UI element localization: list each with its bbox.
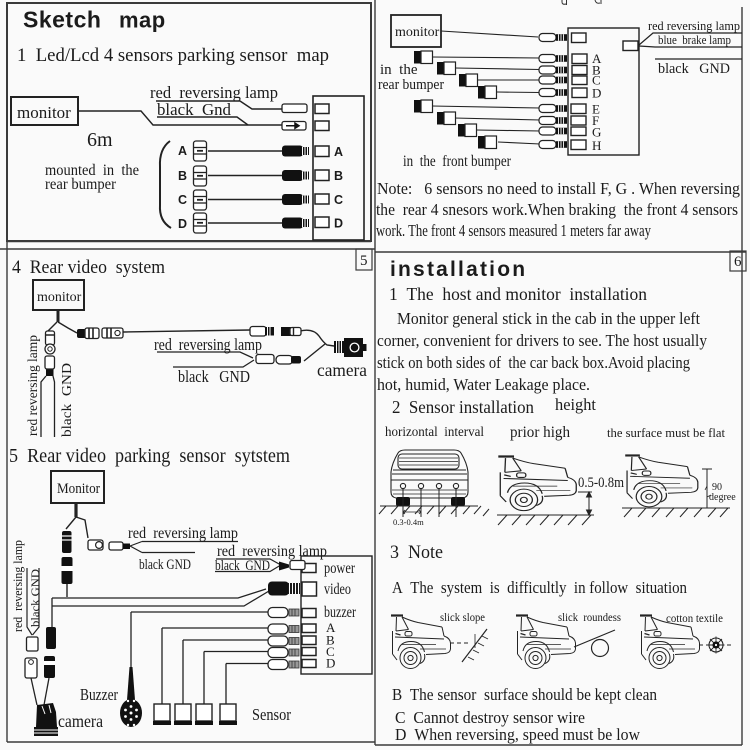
svg-text:B: B <box>326 633 335 648</box>
svg-text:slick slope: slick slope <box>440 610 485 624</box>
svg-text:horizontal interval: horizontal interval <box>385 425 484 440</box>
svg-text:blue brake lamp: blue brake lamp <box>658 33 731 47</box>
svg-text:red reversing lamp: red reversing lamp <box>25 335 40 436</box>
svg-text:in the: in the <box>380 62 418 78</box>
svg-text:H: H <box>592 138 601 153</box>
svg-text:A: A <box>326 620 336 635</box>
svg-text:Buzzer: Buzzer <box>80 685 118 704</box>
svg-text:Monitor general stick in the c: Monitor general stick in the cab in the … <box>397 309 700 328</box>
svg-text:power: power <box>324 560 356 577</box>
svg-text:B: B <box>334 169 343 183</box>
svg-text:B: B <box>592 63 601 78</box>
svg-text:rear bumper: rear bumper <box>45 176 117 193</box>
svg-text:5: 5 <box>360 253 368 269</box>
svg-text:Note: 6 sensors no need to i: Note: 6 sensors no need to install F, G … <box>377 179 740 198</box>
svg-text:5 Rear video parking sensor: 5 Rear video parking sensor sytstem <box>9 446 290 467</box>
svg-text:red reversing lamp: red reversing lamp <box>648 19 740 33</box>
svg-text:black GND: black GND <box>139 557 191 573</box>
svg-text:0.5-0.8m: 0.5-0.8m <box>578 475 624 491</box>
svg-text:the rear 4 snesors work.When: the rear 4 snesors work.When braking the… <box>376 200 738 219</box>
svg-text:D: D <box>178 217 187 231</box>
svg-text:hot, humid, Water Leakage plac: hot, humid, Water Leakage place. <box>377 375 590 394</box>
svg-text:A The system is difficultl: A The system is difficultly in follow si… <box>392 578 687 597</box>
svg-text:2 Sensor installation: 2 Sensor installation <box>392 397 534 417</box>
svg-text:D When reversing, speed must: D When reversing, speed must be low <box>395 725 641 744</box>
svg-text:Sensor: Sensor <box>252 705 291 724</box>
svg-text:height: height <box>555 395 596 414</box>
svg-text:1 Led/Lcd 4 sensors parking s: 1 Led/Lcd 4 sensors parking sensor map <box>17 45 329 66</box>
svg-text:monitor: monitor <box>37 290 82 305</box>
svg-text:black GND: black GND <box>215 558 270 574</box>
svg-text:A: A <box>334 145 343 159</box>
svg-text:red reversing lamp: red reversing lamp <box>128 525 238 542</box>
svg-text:D: D <box>592 86 601 101</box>
svg-text:rear bumper: rear bumper <box>378 77 444 93</box>
svg-text:camera: camera <box>317 360 367 380</box>
svg-text:in the front bumper: in the front bumper <box>403 153 512 170</box>
svg-text:C: C <box>592 73 601 88</box>
svg-text:0.3-0.4m: 0.3-0.4m <box>393 517 424 527</box>
svg-text:black GND: black GND <box>178 367 250 386</box>
svg-text:prior high: prior high <box>510 424 570 441</box>
svg-text:red reversing lamp: red reversing lamp <box>154 335 262 354</box>
svg-text:installation: installation <box>390 258 527 281</box>
svg-text:B The sensor surface should: B The sensor surface should be kept clea… <box>392 685 657 704</box>
svg-text:A: A <box>178 144 187 158</box>
svg-text:slick roundess: slick roundess <box>558 610 621 624</box>
svg-text:4 Rear video system: 4 Rear video system <box>12 257 165 278</box>
svg-text:map: map <box>119 8 166 33</box>
svg-text:6: 6 <box>734 254 742 270</box>
svg-text:A: A <box>592 51 602 66</box>
svg-text:red reversing lamp: red reversing lamp <box>10 540 25 632</box>
svg-text:D: D <box>326 656 335 671</box>
svg-text:G: G <box>592 125 601 140</box>
svg-text:B: B <box>178 169 187 183</box>
svg-text:Sketch: Sketch <box>23 7 101 33</box>
svg-text:corner, convenient for drivers: corner, convenient for drivers to see. T… <box>377 331 707 350</box>
svg-text:red reversing lamp: red reversing lamp <box>150 83 278 102</box>
svg-text:black GND: black GND <box>658 61 730 77</box>
svg-text:mounted in the: mounted in the <box>45 162 139 179</box>
svg-text:monitor: monitor <box>17 103 71 122</box>
svg-text:camera: camera <box>58 711 103 731</box>
svg-text:90: 90 <box>712 482 722 493</box>
svg-text:monitor: monitor <box>395 25 440 40</box>
svg-text:C: C <box>178 193 187 207</box>
svg-text:buzzer: buzzer <box>324 604 356 621</box>
svg-text:C: C <box>326 644 335 659</box>
svg-text:D: D <box>334 217 343 231</box>
svg-text:degree: degree <box>709 492 736 503</box>
svg-text:C: C <box>334 193 343 207</box>
svg-text:Monitor: Monitor <box>57 481 100 497</box>
svg-text:the surface must be flat: the surface must be flat <box>607 425 725 440</box>
svg-text:black GND: black GND <box>28 569 42 627</box>
svg-text:video: video <box>324 581 351 598</box>
svg-text:1 The host and monitor inst: 1 The host and monitor installation <box>389 284 647 304</box>
svg-text:3 Note: 3 Note <box>390 542 443 563</box>
svg-text:6m: 6m <box>87 129 113 151</box>
svg-text:red reversing lamp: red reversing lamp <box>217 543 327 560</box>
svg-text:black Gnd: black Gnd <box>157 100 232 119</box>
svg-text:F: F <box>592 113 599 128</box>
svg-text:C Cannot destroy sensor wire: C Cannot destroy sensor wire <box>395 708 585 727</box>
svg-text:E: E <box>592 102 600 117</box>
svg-text:cotton textile: cotton textile <box>666 611 723 625</box>
svg-text:stick on both sides of the ca: stick on both sides of the car back box.… <box>377 353 690 372</box>
svg-text:work. The front 4 sensors meas: work. The front 4 sensors measured 1 met… <box>376 221 652 240</box>
svg-text:black GND: black GND <box>59 363 74 437</box>
